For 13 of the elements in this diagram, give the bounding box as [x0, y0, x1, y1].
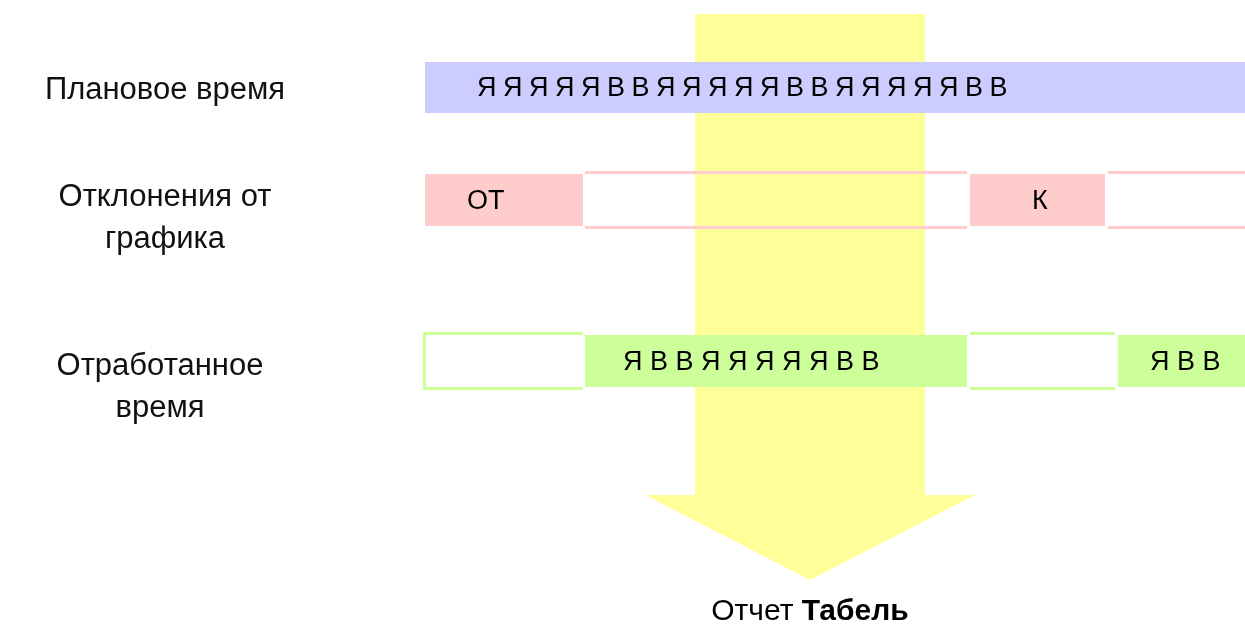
deviation-bar: ОТ: [425, 174, 583, 226]
empty-segment: [423, 332, 583, 390]
timeline-bar: Я Я Я Я Я В В Я Я Я Я Я В В Я Я Я Я Я В В: [425, 62, 1245, 113]
report-title: Отчет Табель: [610, 592, 1010, 626]
empty-segment: [970, 332, 1115, 390]
empty-segment: [585, 171, 967, 229]
row-label: Плановое время: [43, 70, 287, 108]
empty-segment: [1108, 171, 1245, 229]
row-label: Отработанное время: [55, 346, 265, 426]
worked-time-bar: Я В В Я Я Я Я Я В В: [585, 335, 967, 387]
row-label: Отклонения от графика: [57, 177, 273, 257]
worked-time-bar: Я В В: [1118, 335, 1245, 387]
deviation-bar: К: [970, 174, 1105, 226]
